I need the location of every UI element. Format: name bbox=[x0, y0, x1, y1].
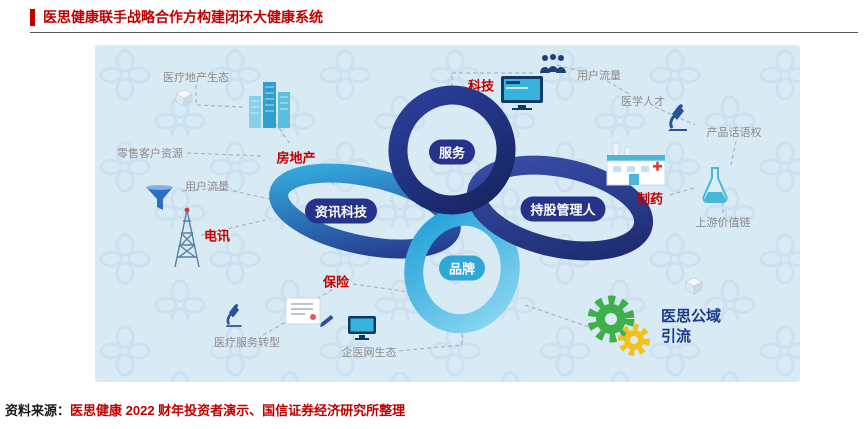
clover-diagram bbox=[95, 45, 800, 382]
flask-icon bbox=[702, 167, 728, 204]
loop-label-service: 服务 bbox=[428, 139, 476, 165]
header: 医思健康联手战略合作方构建闭环大健康系统 bbox=[30, 7, 323, 27]
telecom-tower-icon bbox=[174, 207, 200, 268]
microscope-icon bbox=[668, 104, 687, 131]
loop-brand bbox=[404, 206, 520, 334]
small-microscope-icon bbox=[225, 304, 242, 327]
page-title: 医思健康联手战略合作方构建闭环大健康系统 bbox=[43, 9, 323, 25]
node-medical-service-transform: 医疗服务转型 bbox=[214, 337, 280, 349]
loop-label-shareholding: 持股管理人 bbox=[520, 196, 606, 222]
node-telecom: 电讯 bbox=[203, 228, 231, 244]
buildings-icon bbox=[249, 82, 290, 128]
loop-service bbox=[388, 85, 516, 215]
diagram-panel: 服务 资讯科技 持股管理人 品牌 医疗地产生态 零售客户资源 房地产 用户流量 … bbox=[95, 45, 800, 382]
title-accent-bar bbox=[30, 8, 35, 26]
node-retail-customers: 零售客户资源 bbox=[117, 148, 183, 160]
node-medical-talent: 医学人才 bbox=[621, 96, 665, 108]
loop-label-it: 资讯科技 bbox=[304, 198, 378, 224]
node-technology: 科技 bbox=[467, 78, 495, 94]
source-note: 资料来源：医思健康 2022 财年投资者演示、国信证券经济研究所整理 bbox=[5, 400, 405, 419]
contract-icon bbox=[285, 297, 334, 327]
loop-label-brand: 品牌 bbox=[438, 255, 486, 281]
loop-it bbox=[269, 163, 461, 259]
node-enterprise-medical-network: 企医网生态 bbox=[341, 347, 397, 359]
monitor-icon bbox=[501, 76, 543, 110]
node-user-traffic-top: 用户流量 bbox=[577, 70, 621, 82]
cube-icon bbox=[175, 89, 193, 107]
people-icon bbox=[540, 54, 566, 73]
node-medical-real-estate-eco: 医疗地产生态 bbox=[163, 72, 229, 84]
node-insurance: 保险 bbox=[322, 274, 350, 290]
node-public-domain-traffic: 医思公域引流 bbox=[661, 308, 722, 345]
funnel-icon bbox=[146, 185, 173, 210]
node-real-estate: 房地产 bbox=[276, 150, 316, 166]
source-text: 医思健康 2022 财年投资者演示、国信证券经济研究所整理 bbox=[70, 403, 406, 418]
node-user-traffic-left: 用户流量 bbox=[185, 181, 229, 193]
gears-icon bbox=[587, 295, 650, 356]
source-label: 资料来源： bbox=[5, 403, 71, 418]
header-divider bbox=[30, 32, 858, 33]
node-pharma: 制药 bbox=[636, 191, 664, 207]
node-product-voice: 产品话语权 bbox=[706, 127, 762, 139]
clover-loops bbox=[269, 85, 654, 334]
factory-icon bbox=[606, 142, 666, 186]
cube-icon bbox=[685, 277, 703, 295]
node-upstream-value-chain: 上游价值链 bbox=[695, 217, 751, 229]
small-monitor-icon bbox=[348, 316, 376, 340]
